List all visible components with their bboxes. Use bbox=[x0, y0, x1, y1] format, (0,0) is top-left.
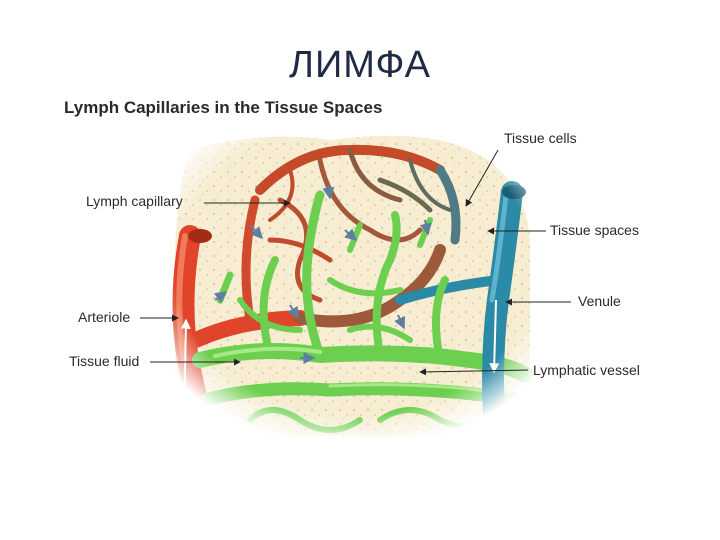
leader-tissue-cells bbox=[465, 149, 499, 207]
slide-title: ЛИМФА bbox=[289, 44, 431, 86]
label-tissue-spaces: Tissue spaces bbox=[550, 222, 639, 238]
label-tissue-fluid: Tissue fluid bbox=[69, 353, 140, 369]
leader-lines bbox=[140, 149, 571, 376]
label-arteriole: Arteriole bbox=[78, 309, 131, 325]
label-lymphatic-vessel: Lymphatic vessel bbox=[533, 362, 640, 378]
label-lymph-capillary: Lymph capillary bbox=[86, 193, 183, 209]
label-venule: Venule bbox=[578, 293, 621, 309]
label-tissue-cells: Tissue cells bbox=[504, 130, 577, 146]
leader-lymphatic-vessel bbox=[419, 368, 529, 376]
figure-title: Lymph Capillaries in the Tissue Spaces bbox=[64, 98, 383, 117]
